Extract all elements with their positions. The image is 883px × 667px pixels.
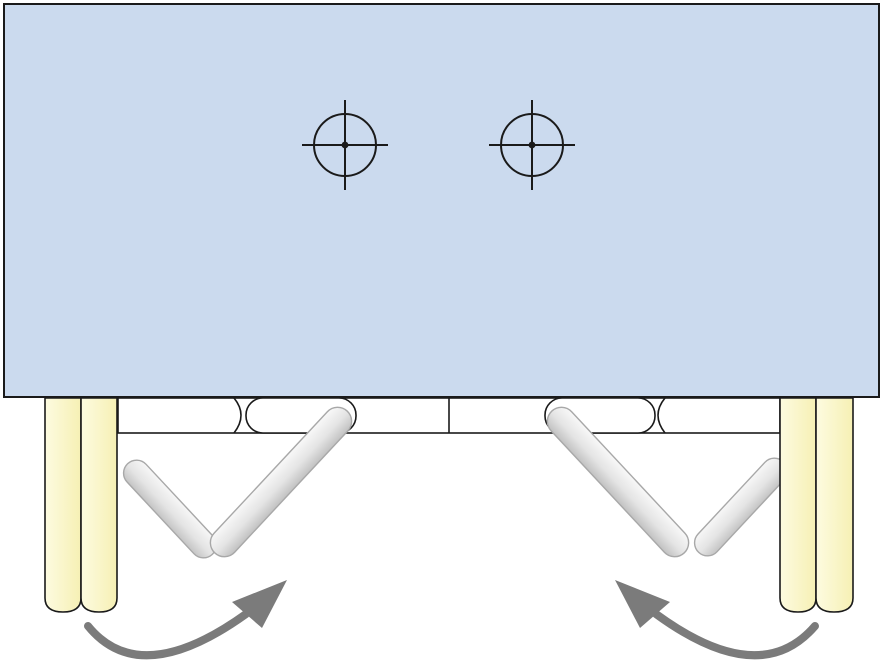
posts [44,397,854,613]
link-bar-left-short [122,459,218,559]
post-right-outer [815,397,854,613]
post-left-outer [44,397,82,613]
link-bar-right-long [546,406,690,558]
post-right-inner [779,397,817,613]
link-bar-right-short [693,457,789,557]
crosshair-right-icon [489,100,575,190]
link-bars [122,406,789,559]
crosshair-left-icon [302,100,388,190]
track [117,397,781,434]
post-left-inner [80,397,118,613]
arrow-right-icon [615,580,819,660]
arrow-left-icon [84,580,287,660]
track-notch-right [657,397,666,434]
link-bar-left-long [209,406,353,558]
track-notch-left [233,397,242,434]
main-panel [3,3,880,398]
